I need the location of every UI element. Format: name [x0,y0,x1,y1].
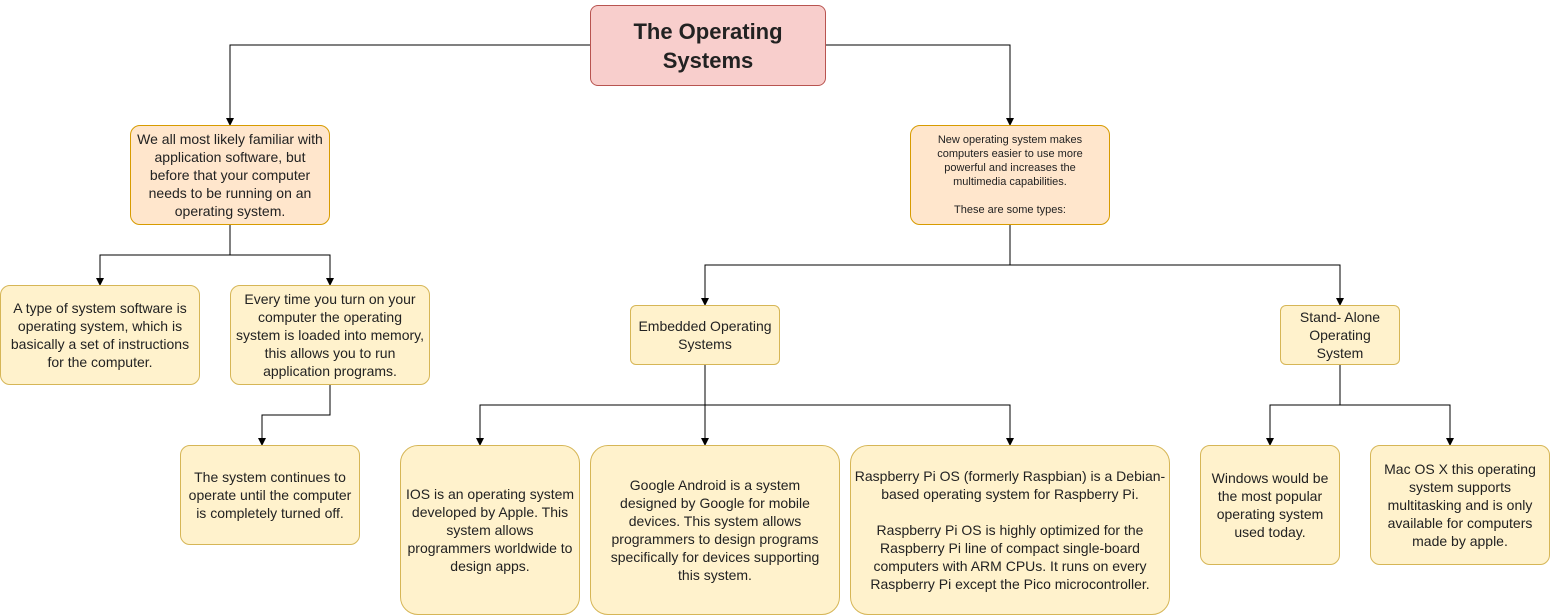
intro-node: We all most likely familiar with applica… [130,125,330,225]
new-os-text: New operating system makes computers eas… [937,134,1083,216]
standalone-os-text: Stand- Alone Operating System [1299,309,1384,361]
windows-text: Windows would be the most popular operat… [1211,470,1333,540]
raspberry-pi-text: Raspberry Pi OS (formerly Raspbian) is a… [854,468,1166,592]
raspberry-pi-node: Raspberry Pi OS (formerly Raspbian) is a… [850,445,1170,615]
android-text: Google Android is a system designed by G… [610,477,824,583]
mac-os-node: Mac OS X this operating system supports … [1370,445,1550,565]
edge-newos-standalone [1009,225,1344,306]
standalone-os-node: Stand- Alone Operating System [1280,305,1400,365]
windows-node: Windows would be the most popular operat… [1200,445,1340,565]
continues-node: The system continues to operate until th… [180,445,360,545]
title-node: The Operating Systems [590,5,826,86]
continues-text: The system continues to operate until th… [188,469,356,521]
bootup-text: Every time you turn on your computer the… [235,291,428,379]
intro-text: We all most likely familiar with applica… [137,131,327,219]
new-os-node: New operating system makes computers eas… [910,125,1110,225]
mac-os-text: Mac OS X this operating system supports … [1384,461,1540,549]
bootup-node: Every time you turn on your computer the… [230,285,430,385]
ios-node: IOS is an operating system developed by … [400,445,580,615]
embedded-os-node: Embedded Operating Systems [630,305,780,365]
embedded-os-text: Embedded Operating Systems [638,318,776,352]
definition-node: A type of system software is operating s… [0,285,200,385]
definition-text: A type of system software is operating s… [10,300,193,370]
edge-title-newos [826,44,1014,126]
edge-embedded-raspberry [704,365,1014,446]
edge-title-intro [226,44,590,126]
edge-bootup-continues [258,385,331,446]
android-node: Google Android is a system designed by G… [590,445,840,615]
title-text: The Operating Systems [633,18,789,73]
edge-intro-definition [96,225,231,286]
edge-standalone-macos [1339,365,1454,446]
ios-text: IOS is an operating system developed by … [405,486,578,574]
edge-newos-embedded [701,225,1011,306]
edge-standalone-windows [1266,365,1341,446]
edge-embedded-ios [476,365,706,446]
edge-intro-bootup [229,225,334,286]
